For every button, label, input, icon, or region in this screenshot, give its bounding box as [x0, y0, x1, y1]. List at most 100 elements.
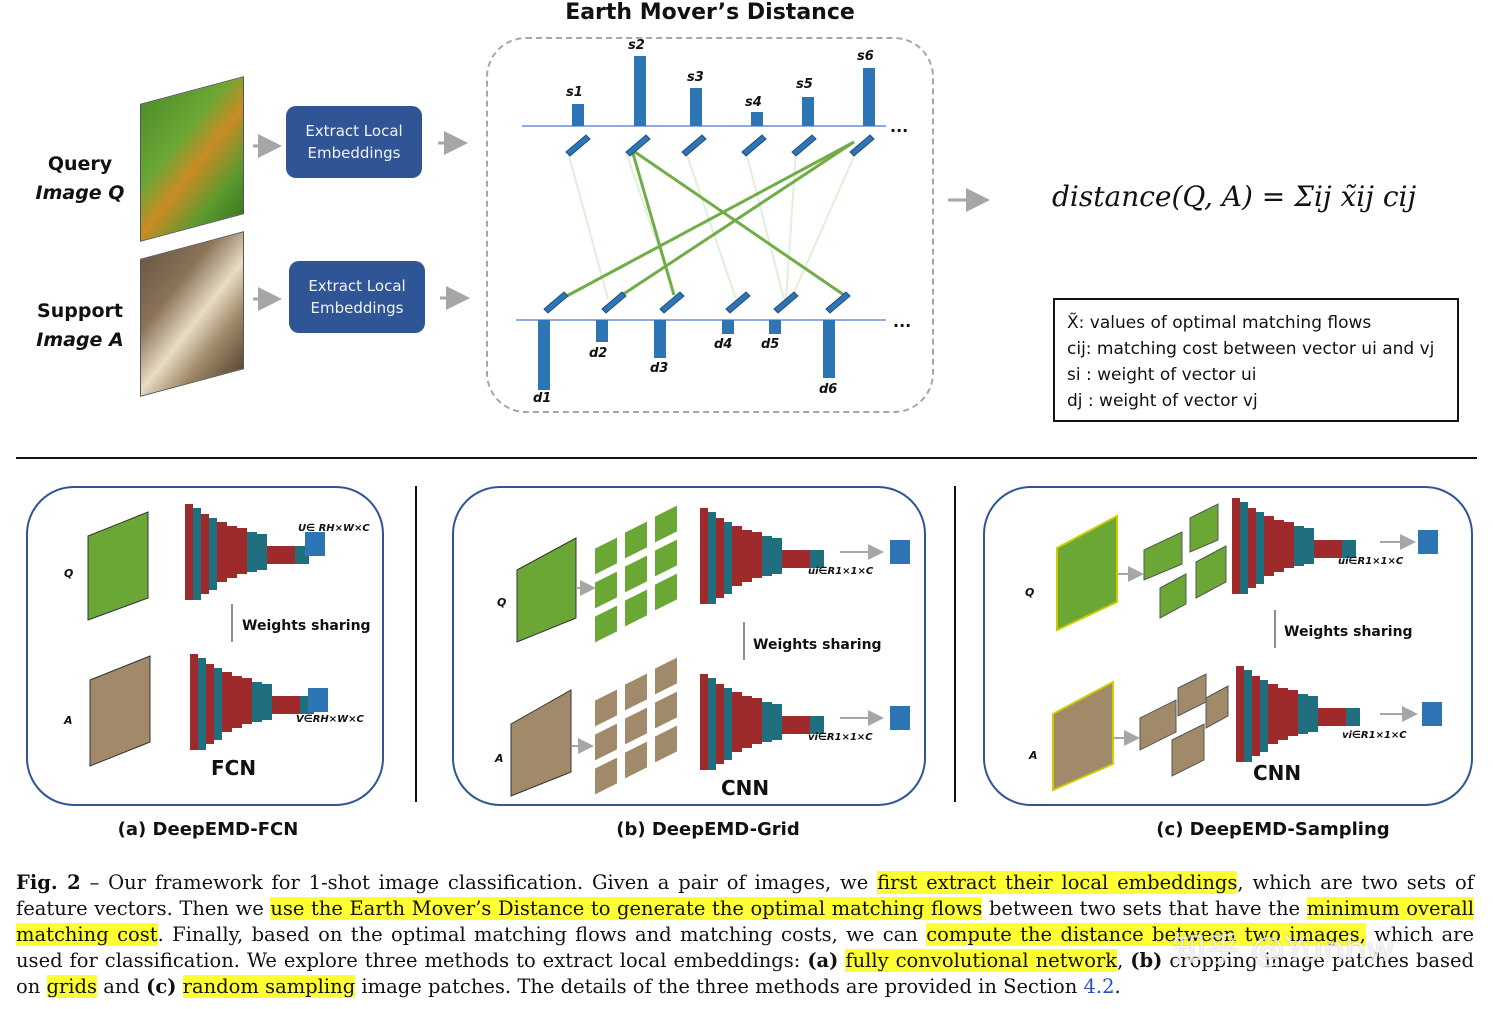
panel-b-net-bottom [700, 674, 824, 770]
emd-frame [486, 37, 934, 413]
bar-d4 [722, 320, 734, 334]
label-s3: s3 [687, 70, 704, 85]
highlight: random sampling [182, 975, 356, 998]
panel-b-u-label: ui∈R1×1×C [808, 566, 874, 577]
panel-separator [954, 486, 956, 802]
panel-a-feature-u [305, 532, 325, 556]
bar-d5 [769, 320, 781, 334]
panel-a-net: FCN [211, 756, 257, 780]
extract-embeddings-box-query: Extract Local Embeddings [286, 106, 422, 178]
highlight: compute the distance between two images, [926, 923, 1366, 946]
label-s5: s5 [796, 77, 813, 92]
top-arrows [253, 131, 990, 311]
ellipsis-bottom: ... [893, 312, 912, 331]
panel-b-q-label: Q [497, 596, 507, 609]
panel-a-feature-v [308, 688, 328, 712]
match-line [615, 140, 855, 301]
panel-a-caption: (a) DeepEMD-FCN [117, 819, 299, 840]
panel-b-caption: (b) DeepEMD-Grid [616, 819, 800, 840]
bar-d1 [538, 320, 550, 390]
label-d6: d6 [819, 382, 838, 397]
panel-b-v-label: vi∈R1×1×C [808, 732, 873, 743]
panel-b-net: CNN [721, 776, 770, 800]
match-line [631, 148, 845, 297]
panel-c-query-patches [1143, 503, 1227, 619]
query-label-line2: Image Q [35, 182, 125, 204]
support-label-line2: Image A [36, 329, 124, 351]
panel-a-support-image [89, 655, 151, 767]
extract-embeddings-box-support: Extract Local Embeddings [289, 261, 425, 333]
emd-title: Earth Mover’s Distance [565, 0, 855, 25]
panel-c-feature-v [1422, 702, 1442, 726]
panel-a-net-top [185, 504, 309, 600]
panel-b-net-top [700, 508, 824, 604]
panel-c-v-label: vi∈R1×1×C [1342, 730, 1407, 741]
section-link[interactable]: 4.2 [1083, 975, 1115, 998]
legend-box: X̃: values of optimal matching flows cij… [1053, 298, 1459, 422]
label-s2: s2 [628, 38, 645, 53]
panel-b-query-image [516, 537, 577, 643]
bar-s4 [751, 112, 763, 126]
panel-c-support-image [1052, 680, 1114, 792]
bar-d3 [654, 320, 666, 358]
caption-fig: Fig. 2 [16, 871, 81, 894]
bar-s1 [572, 104, 584, 126]
label-d2: d2 [589, 346, 608, 361]
panel-c-net-top [1232, 498, 1356, 594]
highlight: use the Earth Mover’s Distance to genera… [270, 897, 983, 920]
label-d3: d3 [650, 361, 669, 376]
watermark: 知乎 @Yunhw [1172, 930, 1395, 970]
panel-c-q-label: Q [1025, 586, 1035, 599]
bar-s5 [802, 97, 814, 126]
distance-formula: distance(Q, A) = Σij x̃ij cij [1052, 180, 1417, 213]
highlight: first extract their local embeddings [877, 871, 1238, 894]
match-line [630, 149, 676, 296]
panel-c-feature-u [1418, 530, 1438, 554]
panel-c-caption: (c) DeepEMD-Sampling [1156, 819, 1390, 840]
panel-separator [415, 486, 417, 802]
emd-diagram [516, 56, 886, 390]
ellipsis-top: ... [890, 117, 909, 136]
label-d5: d5 [761, 337, 780, 352]
panel-a-q-label: Q [64, 567, 74, 580]
panel-a-a-label: A [64, 714, 73, 727]
query-label: Query Image Q [30, 150, 130, 208]
panel-b-support-grid [593, 654, 679, 798]
bar-d2 [596, 320, 608, 342]
panel-b-feature-v [890, 706, 910, 730]
panel-c [983, 486, 1473, 806]
legend-line: si : weight of vector ui [1067, 365, 1257, 385]
panel-c-net-bottom [1236, 666, 1360, 762]
panel-b-feature-u [890, 540, 910, 564]
figure-caption: Fig. 2 – Our framework for 1-shot image … [16, 871, 1474, 998]
highlight: fully convolutional network [845, 949, 1118, 972]
panel-a [26, 486, 384, 806]
bar-s2 [634, 56, 646, 126]
legend-line: cij: matching cost between vector ui and… [1067, 339, 1435, 359]
panel-a-u-label: U∈ RH×W×C [298, 523, 370, 534]
panel-c-query-image [1056, 514, 1118, 632]
highlight: grids [46, 975, 98, 998]
bar-d6 [823, 320, 835, 378]
panel-b-weights: Weights sharing [753, 637, 882, 653]
panel-c-net: CNN [1253, 761, 1302, 785]
panel-a-v-label: V∈RH×W×C [296, 714, 364, 725]
section-divider [16, 457, 1477, 459]
label-s1: s1 [566, 85, 583, 100]
panel-b-a-label: A [495, 752, 504, 765]
label-s4: s4 [745, 95, 762, 110]
panel-b-query-grid [593, 502, 679, 646]
panel-c-a-label: A [1029, 749, 1038, 762]
legend-line: X̃: values of optimal matching flows [1067, 313, 1372, 333]
panels-diagram [87, 498, 1442, 798]
support-label: Support Image A [30, 297, 130, 355]
legend-line: dj : weight of vector vj [1067, 391, 1258, 411]
panel-c-u-label: ui∈R1×1×C [1338, 556, 1404, 567]
bar-s3 [690, 88, 702, 126]
panel-a-weights: Weights sharing [242, 618, 371, 634]
panel-a-query-image [87, 511, 149, 621]
panel-c-support-patches [1139, 673, 1229, 777]
panel-c-weights: Weights sharing [1284, 624, 1413, 640]
match-line [549, 140, 855, 307]
panel-b-support-image [510, 689, 572, 797]
